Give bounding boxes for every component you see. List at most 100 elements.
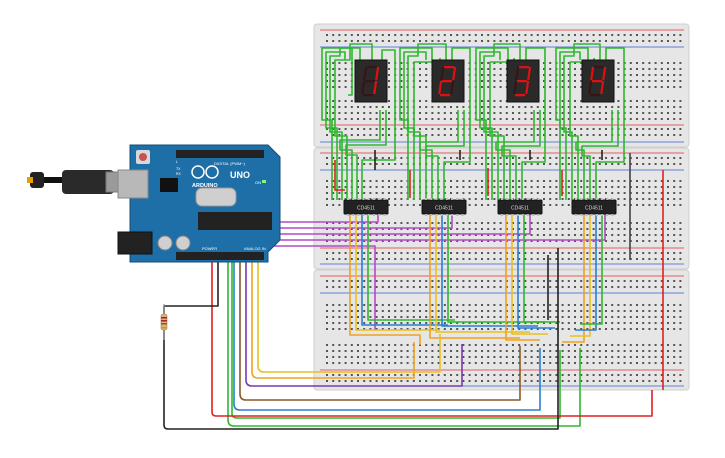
breadboard-hole xyxy=(555,204,558,206)
breadboard-hole xyxy=(543,112,545,114)
seven-segment-display[interactable]: 1 xyxy=(354,59,388,103)
breadboard-hole xyxy=(561,40,564,42)
breadboard-hole xyxy=(332,316,335,318)
breadboard-hole xyxy=(344,86,347,88)
seven-segment-display[interactable]: 3 xyxy=(506,59,540,103)
breadboard-hole xyxy=(543,252,545,254)
breadboard-hole xyxy=(350,128,353,130)
breadboard-hole xyxy=(338,192,341,194)
breadboard-hole xyxy=(648,134,651,136)
breadboard-hole xyxy=(555,180,558,182)
breadboard-hole xyxy=(357,106,359,108)
cd4511-decoder[interactable]: CD4511 xyxy=(343,198,389,216)
breadboard-hole xyxy=(642,228,645,230)
usb-cable[interactable] xyxy=(27,170,127,194)
breadboard-hole xyxy=(474,322,477,324)
breadboard-hole xyxy=(369,322,372,324)
breadboard-hole xyxy=(660,344,663,346)
breadboard-hole xyxy=(660,240,663,242)
breadboard-hole xyxy=(487,118,490,120)
breadboard-hole xyxy=(375,186,378,188)
segment-g xyxy=(441,80,453,83)
breadboard-hole xyxy=(400,222,403,224)
wire-orange xyxy=(429,215,520,339)
breadboard-hole xyxy=(648,252,651,254)
breadboard-hole xyxy=(400,112,403,114)
breadboard-hole xyxy=(636,222,638,224)
breadboard-hole xyxy=(474,128,477,130)
breadboard-hole xyxy=(357,228,359,230)
breadboard-hole xyxy=(605,356,607,358)
breadboard-hole xyxy=(530,356,533,358)
breadboard-hole xyxy=(592,112,595,114)
wires[interactable] xyxy=(163,43,664,430)
breadboard-hole xyxy=(462,316,465,318)
breadboard-hole xyxy=(431,310,434,312)
resistor[interactable] xyxy=(160,304,168,340)
breadboard-hole xyxy=(487,362,490,364)
breadboard-hole xyxy=(437,240,440,242)
breadboard-hole xyxy=(344,118,347,120)
breadboard-hole xyxy=(574,316,576,318)
breadboard-hole xyxy=(567,100,570,102)
breadboard-hole xyxy=(450,186,452,188)
breadboard-hole xyxy=(505,186,508,188)
breadboard-hole xyxy=(468,258,471,260)
digital-header[interactable] xyxy=(176,150,264,158)
breadboard-hole xyxy=(344,34,347,36)
breadboard-hole xyxy=(518,316,521,318)
breadboard-hole xyxy=(679,34,682,36)
breadboard-hole xyxy=(338,316,341,318)
breadboard-hole xyxy=(338,40,341,42)
breadboard-hole xyxy=(388,74,390,76)
breadboard-hole xyxy=(654,380,657,382)
breadboard-hole xyxy=(493,118,496,120)
arduino-uno[interactable]: ARDUINO UNO DIGITAL (PWM~) POWER ANALOG … xyxy=(117,144,281,263)
breadboard-hole xyxy=(462,280,465,282)
breadboard-hole xyxy=(667,356,669,358)
breadboard-hole xyxy=(673,118,676,120)
breadboard-hole xyxy=(654,356,657,358)
breadboard-hole xyxy=(549,40,552,42)
breadboard-hole xyxy=(567,180,570,182)
breadboard-hole xyxy=(530,310,533,312)
breadboard-hole xyxy=(567,34,570,36)
breadboard-hole xyxy=(536,280,539,282)
seven-segment-display[interactable]: 4 xyxy=(581,59,615,103)
breadboard-hole xyxy=(567,280,570,282)
breadboard-hole xyxy=(400,128,403,130)
breadboard-hole xyxy=(363,258,366,260)
breadboard-hole xyxy=(450,344,452,346)
breadboard-hole xyxy=(629,344,632,346)
breadboard-hole xyxy=(580,316,583,318)
breadboard-hole xyxy=(326,100,328,102)
cd4511-decoder[interactable]: CD4511 xyxy=(421,198,467,216)
breadboard-hole xyxy=(660,86,663,88)
breadboard-hole xyxy=(388,118,390,120)
breadboard-hole xyxy=(555,157,558,159)
breadboard-hole xyxy=(605,163,607,165)
cd4511-decoder[interactable]: CD4511 xyxy=(497,198,543,216)
breadboard-hole xyxy=(338,134,341,136)
breadboard-hole xyxy=(667,240,669,242)
breadboard-hole xyxy=(381,222,384,224)
breadboard-hole xyxy=(567,68,570,70)
cd4511-decoder[interactable]: CD4511 xyxy=(571,198,617,216)
breadboard-hole xyxy=(369,280,372,282)
breadboard-hole xyxy=(456,356,459,358)
wire-green xyxy=(227,252,581,427)
power-analog-header[interactable] xyxy=(176,252,264,260)
breadboard-hole xyxy=(567,234,570,236)
breadboard-hole xyxy=(580,157,583,159)
breadboard-hole xyxy=(326,192,328,194)
breadboard-hole xyxy=(586,304,589,306)
breadboard-hole xyxy=(654,68,657,70)
breadboard-hole xyxy=(667,374,669,376)
breadboard-hole xyxy=(592,180,595,182)
wire-red xyxy=(334,160,345,191)
breadboard-hole xyxy=(561,344,564,346)
breadboard-hole xyxy=(400,68,403,70)
breadboard-hole xyxy=(654,134,657,136)
seven-segment-display[interactable]: 2 xyxy=(431,59,465,103)
